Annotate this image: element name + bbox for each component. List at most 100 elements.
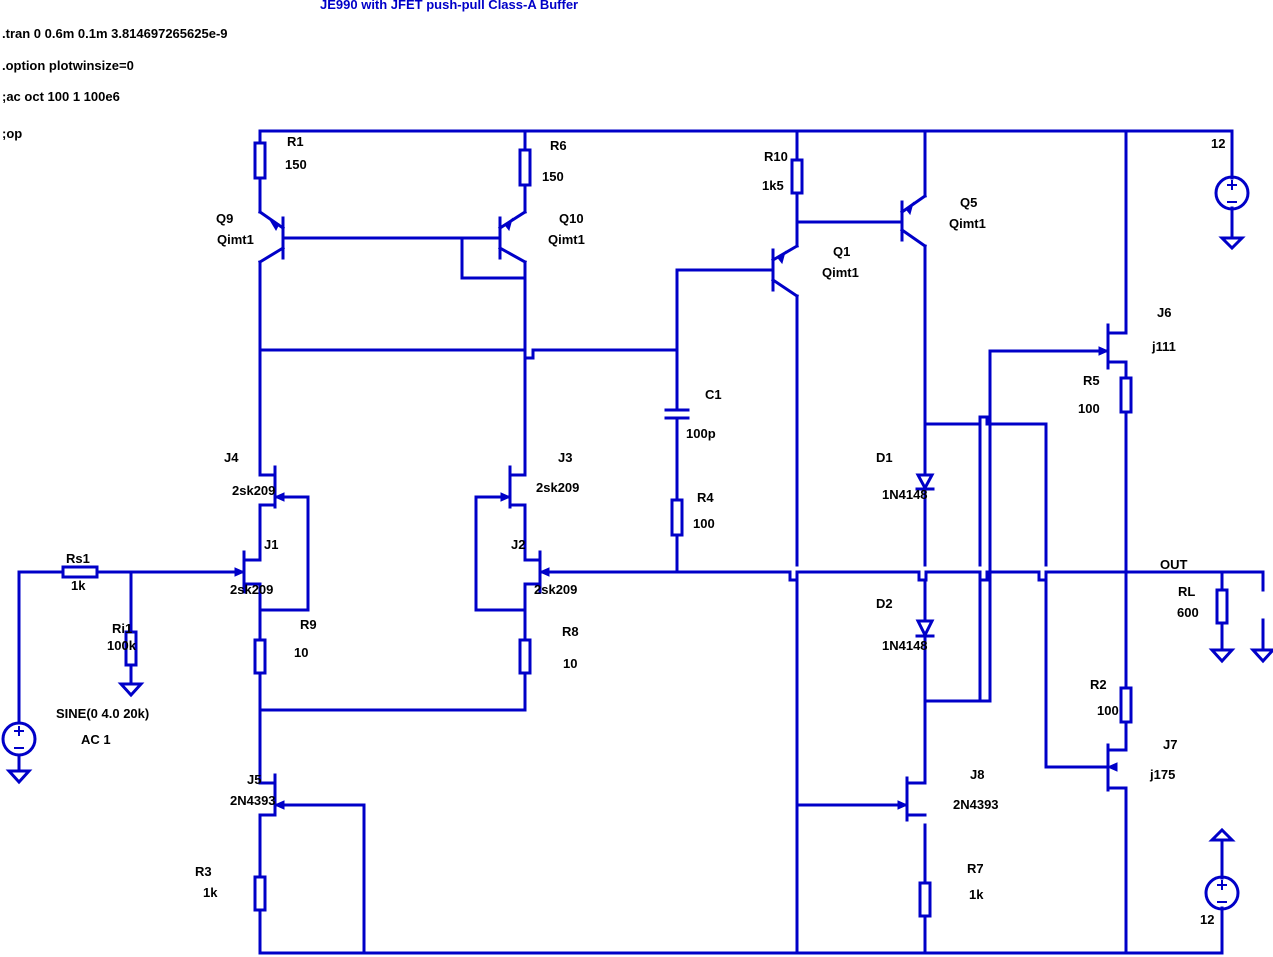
rl-name: RL — [1178, 584, 1195, 599]
component-labels: R1 150 R6 150 R10 1k5 Q9 Qimt1 Q10 Qimt1… — [56, 134, 1225, 927]
r8-name: R8 — [562, 624, 579, 639]
option-directive: .option plotwinsize=0 — [2, 58, 134, 73]
j6-name: J6 — [1157, 305, 1171, 320]
r10-value: 1k5 — [762, 178, 784, 193]
r2-name: R2 — [1090, 677, 1107, 692]
jfet-j3 — [500, 465, 527, 509]
r4-name: R4 — [697, 490, 714, 505]
resistor-ri1 — [124, 630, 138, 667]
r1-name: R1 — [287, 134, 304, 149]
r9-value: 10 — [294, 645, 308, 660]
ri1-name: Ri1 — [112, 621, 132, 636]
j2-name: J2 — [511, 537, 525, 552]
resistor-rs1 — [61, 565, 99, 579]
diode-d2 — [915, 619, 935, 639]
voltage-source-v3 — [1204, 875, 1240, 911]
diode-d1 — [915, 473, 935, 492]
resistor-r4 — [670, 498, 684, 537]
ground-icon — [1208, 648, 1236, 664]
r8-value: 10 — [563, 656, 577, 671]
r5-value: 100 — [1078, 401, 1100, 416]
r7-value: 1k — [969, 887, 984, 902]
j1-model: 2sk209 — [230, 582, 273, 597]
voltage-source-v2 — [1214, 175, 1250, 211]
r5-name: R5 — [1083, 373, 1100, 388]
j5-name: J5 — [247, 772, 261, 787]
d2-model: 1N4148 — [882, 638, 928, 653]
ground-icon — [1208, 827, 1236, 842]
v1-ac: AC 1 — [81, 732, 111, 747]
jfet-j5 — [258, 773, 285, 817]
q1-name: Q1 — [833, 244, 850, 259]
resistor-r1 — [253, 141, 267, 180]
jfet-j7 — [1106, 743, 1128, 792]
r3-name: R3 — [195, 864, 212, 879]
r4-value: 100 — [693, 516, 715, 531]
j8-name: J8 — [970, 767, 984, 782]
resistor-r9 — [253, 638, 267, 675]
out-net-label: OUT — [1160, 557, 1188, 572]
r6-value: 150 — [542, 169, 564, 184]
wires — [17, 129, 1265, 955]
j1-name: J1 — [264, 537, 278, 552]
resistor-r5 — [1119, 376, 1133, 414]
q5-name: Q5 — [960, 195, 977, 210]
v2-value: 12 — [1211, 136, 1225, 151]
j3-model: 2sk209 — [536, 480, 579, 495]
r2-value: 100 — [1097, 703, 1119, 718]
r10-name: R10 — [764, 149, 788, 164]
ground-icon — [117, 682, 145, 698]
resistor-r7 — [918, 881, 932, 918]
transistor-q1 — [770, 243, 800, 299]
ground-icon — [5, 769, 33, 785]
capacitor-c1 — [664, 408, 690, 420]
rl-value: 600 — [1177, 605, 1199, 620]
rs1-name: Rs1 — [66, 551, 90, 566]
ground-icon — [1218, 236, 1246, 251]
r6-name: R6 — [550, 138, 567, 153]
jfet-j4 — [258, 465, 285, 509]
c1-value: 100p — [686, 426, 716, 441]
j5-model: 2N4393 — [230, 793, 276, 808]
resistor-r10 — [790, 158, 804, 195]
c1-name: C1 — [705, 387, 722, 402]
resistor-r6 — [518, 148, 532, 187]
resistor-r8 — [518, 638, 532, 675]
j3-name: J3 — [558, 450, 572, 465]
v1-value: SINE(0 4.0 20k) — [56, 706, 149, 721]
j6-model: j111 — [1151, 339, 1176, 354]
voltage-source-v1 — [1, 721, 37, 757]
jfet-j1 — [234, 543, 262, 600]
jfet-j2 — [523, 543, 550, 600]
d1-name: D1 — [876, 450, 893, 465]
q10-name: Q10 — [559, 211, 584, 226]
rs1-value: 1k — [71, 578, 86, 593]
j7-model: j175 — [1149, 767, 1175, 782]
q10-model: Qimt1 — [548, 232, 585, 247]
ri1-value: 100k — [107, 638, 137, 653]
q9-model: Qimt1 — [217, 232, 254, 247]
q9-name: Q9 — [216, 211, 233, 226]
tran-directive: .tran 0 0.6m 0.1m 3.814697265625e-9 — [2, 26, 228, 41]
r1-value: 150 — [285, 157, 307, 172]
transistor-q9 — [257, 209, 286, 265]
j7-name: J7 — [1163, 737, 1177, 752]
op-directive: ;op — [2, 126, 22, 141]
q1-model: Qimt1 — [822, 265, 859, 280]
q5-model: Qimt1 — [949, 216, 986, 231]
j4-model: 2sk209 — [232, 483, 275, 498]
ground-icon — [1249, 648, 1273, 664]
jfet-j8 — [897, 776, 927, 822]
r3-value: 1k — [203, 885, 218, 900]
jfet-j6 — [1098, 323, 1128, 372]
resistors — [61, 141, 1229, 918]
d1-model: 1N4148 — [882, 487, 928, 502]
resistor-r2 — [1119, 686, 1133, 724]
r7-name: R7 — [967, 861, 984, 876]
r9-name: R9 — [300, 617, 317, 632]
j8-model: 2N4393 — [953, 797, 999, 812]
j2-model: 2sk209 — [534, 582, 577, 597]
resistor-rl — [1215, 588, 1229, 625]
schematic-title: JE990 with JFET push-pull Class-A Buffer — [320, 0, 578, 12]
